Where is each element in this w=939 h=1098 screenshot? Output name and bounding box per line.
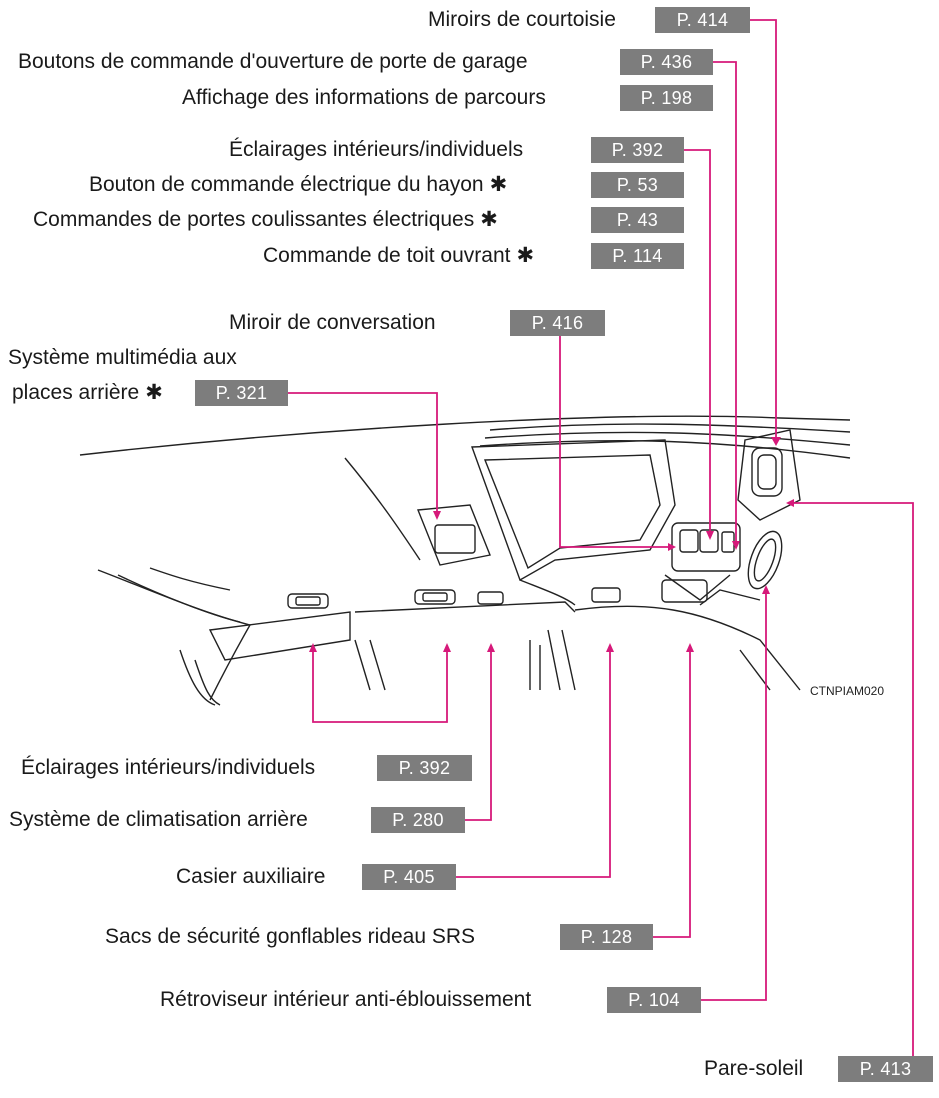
label-garage: Boutons de commande d'ouverture de porte… <box>18 50 528 73</box>
page-ref-hayon[interactable]: P. 53 <box>591 172 684 198</box>
page-ref-paresoleil[interactable]: P. 413 <box>838 1056 933 1082</box>
leader-lines <box>288 19 914 1069</box>
page-ref-conversation[interactable]: P. 416 <box>510 310 605 336</box>
page-ref-portes[interactable]: P. 43 <box>591 207 684 233</box>
label-courtoisie: Miroirs de courtoisie <box>428 8 616 31</box>
label-eclairages-bottom: Éclairages intérieurs/individuels <box>21 756 316 779</box>
page-ref-eclairages-top[interactable]: P. 392 <box>591 137 684 163</box>
label-multimedia: places arrière✱ <box>12 381 163 404</box>
label-conversation: Miroir de conversation <box>229 311 436 334</box>
leader-arrowheads <box>309 499 794 652</box>
label-casier: Casier auxiliaire <box>176 865 326 888</box>
page-ref-multimedia[interactable]: P. 321 <box>195 380 288 406</box>
page-ref-casier[interactable]: P. 405 <box>362 864 456 890</box>
label-paresoleil: Pare-soleil <box>704 1057 804 1080</box>
page-ref-sacs[interactable]: P. 128 <box>560 924 653 950</box>
image-code: CTNPIAM020 <box>810 684 885 698</box>
page-ref-toit[interactable]: P. 114 <box>591 243 684 269</box>
label-sacs: Sacs de sécurité gonflables rideau SRS <box>105 925 476 948</box>
page-ref-garage[interactable]: P. 436 <box>620 49 713 75</box>
label-multimedia-line1: Système multimédia aux <box>8 346 237 369</box>
page-ref-eclairages-bottom[interactable]: P. 392 <box>377 755 472 781</box>
page-ref-retroviseur[interactable]: P. 104 <box>607 987 701 1013</box>
label-parcours: Affichage des informations de parcours <box>182 86 546 109</box>
label-toit: Commande de toit ouvrant✱ <box>263 244 535 267</box>
label-retroviseur: Rétroviseur intérieur anti-éblouissement <box>160 988 532 1011</box>
label-climatisation: Système de climatisation arrière <box>9 808 308 831</box>
asterisk-icon: ✱ <box>489 173 508 196</box>
asterisk-icon: ✱ <box>480 208 498 231</box>
asterisk-icon: ✱ <box>516 244 535 267</box>
label-eclairages-top: Éclairages intérieurs/individuels <box>229 138 524 161</box>
label-hayon: Bouton de commande électrique du hayon✱ <box>89 173 508 196</box>
car-ceiling-drawing <box>79 415 851 706</box>
page-ref-courtoisie[interactable]: P. 414 <box>655 7 750 33</box>
page-ref-climatisation[interactable]: P. 280 <box>371 807 465 833</box>
asterisk-icon: ✱ <box>145 381 163 404</box>
label-portes: Commandes de portes coulissantes électri… <box>33 208 498 231</box>
page-ref-parcours[interactable]: P. 198 <box>620 85 713 111</box>
